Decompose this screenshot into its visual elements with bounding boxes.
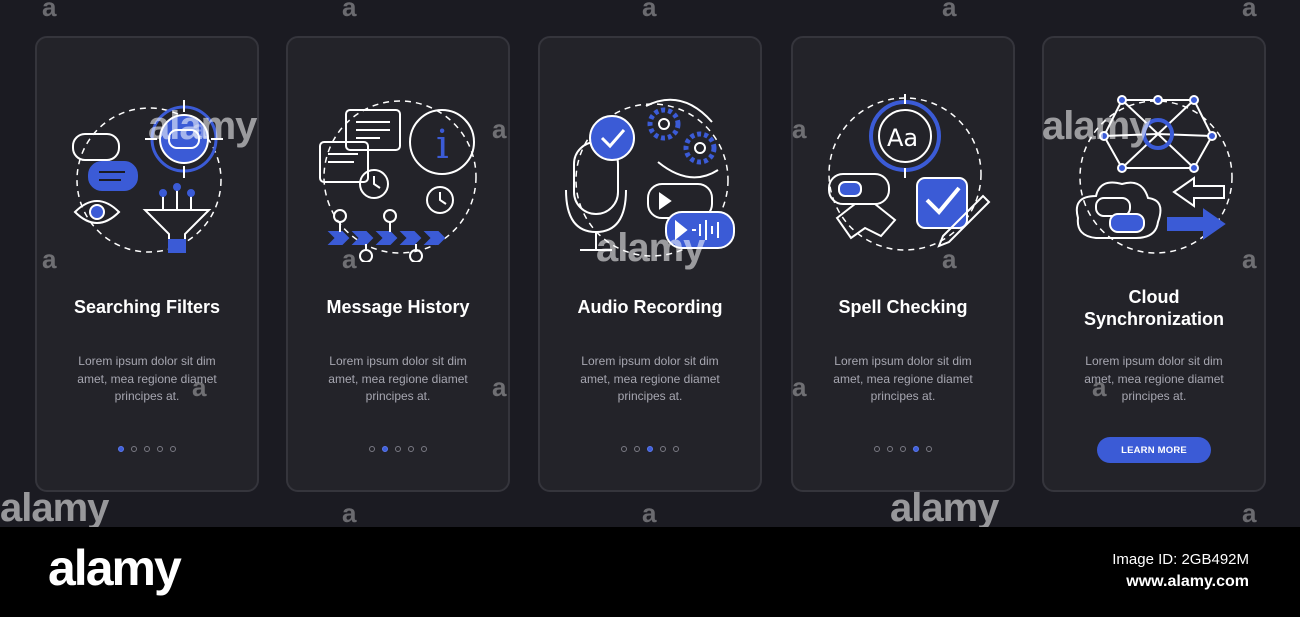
card-title: Spell Checking: [838, 297, 968, 317]
alamy-logo: alamy: [48, 540, 182, 596]
watermark-letter: a: [42, 0, 57, 22]
page-dot-4[interactable]: [660, 446, 666, 452]
page-dot-2[interactable]: [131, 446, 137, 452]
pagination-dots: [288, 446, 508, 452]
watermark-letter: a: [942, 0, 957, 22]
svg-text:Aa: Aa: [887, 124, 918, 152]
onboarding-card-searching-filters: Searching Filters Lorem ipsum dolor sit …: [35, 36, 259, 492]
onboarding-card-cloud-synchronization: Cloud Synchronization Lorem ipsum dolor …: [1042, 36, 1266, 492]
cloud-sync-icon: [1075, 95, 1233, 254]
onboarding-stage: Searching Filters Lorem ipsum dolor sit …: [0, 0, 1300, 527]
watermark-word: alamy: [890, 486, 999, 527]
card-description: Lorem ipsum dolor sit dim amet, mea regi…: [77, 354, 217, 403]
watermark-letter: a: [1242, 0, 1257, 22]
search-filter-icon: [72, 100, 223, 253]
card-description: Lorem ipsum dolor sit dim amet, mea regi…: [833, 354, 973, 403]
page-dot-2[interactable]: [634, 446, 640, 452]
card-title: Audio Recording: [577, 297, 723, 317]
page-dot-1[interactable]: [118, 446, 124, 452]
card-description: Lorem ipsum dolor sit dim amet, mea regi…: [1084, 354, 1224, 403]
watermark-letter: a: [642, 0, 657, 22]
image-id: Image ID: 2GB492M: [1112, 551, 1249, 568]
spell-check-icon: Aa: [828, 94, 991, 251]
card-description: Lorem ipsum dolor sit dim amet, mea regi…: [328, 354, 468, 403]
card-title: Cloud Synchronization: [1044, 286, 1264, 330]
page-dot-3[interactable]: [647, 446, 653, 452]
page-dot-3[interactable]: [144, 446, 150, 452]
audio-recording-icon: [565, 98, 735, 257]
watermark-word: alamy: [0, 486, 109, 527]
pagination-dots: [540, 446, 760, 452]
watermark-letter: a: [342, 0, 357, 22]
card-title: Message History: [326, 297, 470, 317]
onboarding-card-message-history: i Message History Lorem ipsum dolor sit …: [286, 36, 510, 492]
card-title-line-2: Synchronization: [1083, 309, 1224, 329]
page-dot-2[interactable]: [887, 446, 893, 452]
card-title: Searching Filters: [73, 297, 221, 317]
onboarding-card-audio-recording: Audio Recording Lorem ipsum dolor sit di…: [538, 36, 762, 492]
stock-footer: alamy Image ID: 2GB492M www.alamy.com: [0, 527, 1300, 617]
learn-more-button[interactable]: LEARN MORE: [1097, 437, 1211, 463]
page-dot-1[interactable]: [369, 446, 375, 452]
page-dot-5[interactable]: [421, 446, 427, 452]
page-dot-3[interactable]: [900, 446, 906, 452]
watermark-letter: a: [1242, 498, 1257, 527]
page-dot-4[interactable]: [408, 446, 414, 452]
page-dot-5[interactable]: [673, 446, 679, 452]
page-dot-2[interactable]: [382, 446, 388, 452]
watermark-letter: a: [642, 498, 657, 527]
card-description: Lorem ipsum dolor sit dim amet, mea regi…: [580, 354, 720, 403]
page-dot-1[interactable]: [621, 446, 627, 452]
page-dot-4[interactable]: [913, 446, 919, 452]
page-dot-5[interactable]: [170, 446, 176, 452]
site-url: www.alamy.com: [1126, 573, 1249, 590]
onboarding-card-spell-checking: Aa Spell Checking Lorem ipsum dolor sit …: [791, 36, 1015, 492]
pagination-dots: [793, 446, 1013, 452]
message-history-icon: i: [319, 100, 477, 262]
card-title-line-1: Cloud: [1128, 287, 1180, 307]
pagination-dots: [37, 446, 257, 452]
watermark-letter: a: [342, 498, 357, 527]
page-dot-4[interactable]: [157, 446, 163, 452]
page-dot-5[interactable]: [926, 446, 932, 452]
page-dot-3[interactable]: [395, 446, 401, 452]
svg-text:i: i: [436, 122, 449, 168]
page-dot-1[interactable]: [874, 446, 880, 452]
